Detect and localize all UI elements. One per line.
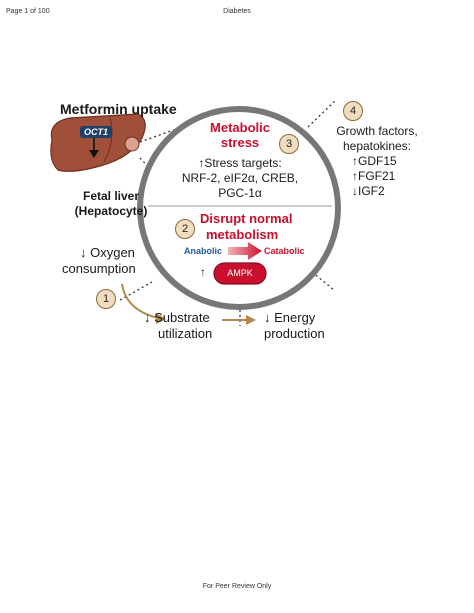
- growth-line-1: Growth factors,: [336, 124, 418, 138]
- ampk-pill: [213, 262, 267, 285]
- ampk-up-arrow: ↑: [200, 265, 206, 279]
- step-3-badge: 3: [279, 134, 299, 154]
- connector-substrate: [119, 281, 153, 301]
- growth-line-5: ↓IGF2: [352, 184, 385, 198]
- ampk-label: AMPK: [227, 268, 253, 278]
- anabolic-catabolic-arrow: [228, 242, 262, 260]
- running-title: Diabetes: [223, 8, 251, 15]
- gold-arrowhead-oxygen: [156, 313, 166, 324]
- uptake-title: Metformin uptake: [60, 101, 177, 117]
- substrate-text-2: utilization: [158, 326, 213, 341]
- gold-arrowhead-substrate: [246, 315, 256, 325]
- gold-arrow-oxygen: [121, 283, 159, 319]
- connector-growth: [307, 99, 337, 128]
- stress-targets-line-2: NRF-2, eIF2α, CREB,: [181, 171, 299, 185]
- oxygen-text-2: consumption: [62, 261, 136, 276]
- page-number: Page 1 of 100: [6, 8, 50, 15]
- liver-cell-dot: [124, 136, 140, 152]
- oct1-label: OCT1: [80, 126, 113, 139]
- oxygen-text-1: ↓ Oxygen: [80, 245, 135, 260]
- substrate-text-1: ↓ Substrate: [144, 310, 210, 325]
- liver-label-2: (Hepatocyte): [74, 204, 148, 218]
- step-1-badge: 1: [96, 289, 116, 309]
- catabolic-label: Catabolic: [264, 246, 305, 256]
- footer-note: For Peer Review Only: [202, 583, 272, 590]
- growth-line-2: hepatokines:: [342, 139, 412, 153]
- disrupt-title-2: metabolism: [206, 227, 279, 242]
- growth-line-3: ↑GDF15: [352, 154, 397, 168]
- central-circle: [137, 106, 341, 310]
- liver-label-1: Fetal liver: [82, 189, 140, 203]
- stress-targets-line-3: PGC-1α: [218, 186, 262, 200]
- oct1-arrow-head: [89, 150, 99, 158]
- step-4-badge: 4: [343, 101, 363, 121]
- liver-lobe-line: [103, 117, 113, 163]
- stress-targets-line-1: ↑Stress targets:: [198, 156, 282, 170]
- disrupt-title-1: Disrupt normal: [200, 211, 293, 226]
- liver-shape: [50, 113, 146, 172]
- energy-text-1: ↓ Energy: [264, 310, 316, 325]
- step-2-badge: 2: [175, 219, 195, 239]
- stress-title-2: stress: [220, 135, 260, 150]
- anabolic-label: Anabolic: [184, 246, 223, 256]
- growth-line-4: ↑FGF21: [352, 169, 396, 183]
- stress-title-1: Metabolic: [210, 120, 270, 135]
- energy-text-2: production: [264, 326, 325, 341]
